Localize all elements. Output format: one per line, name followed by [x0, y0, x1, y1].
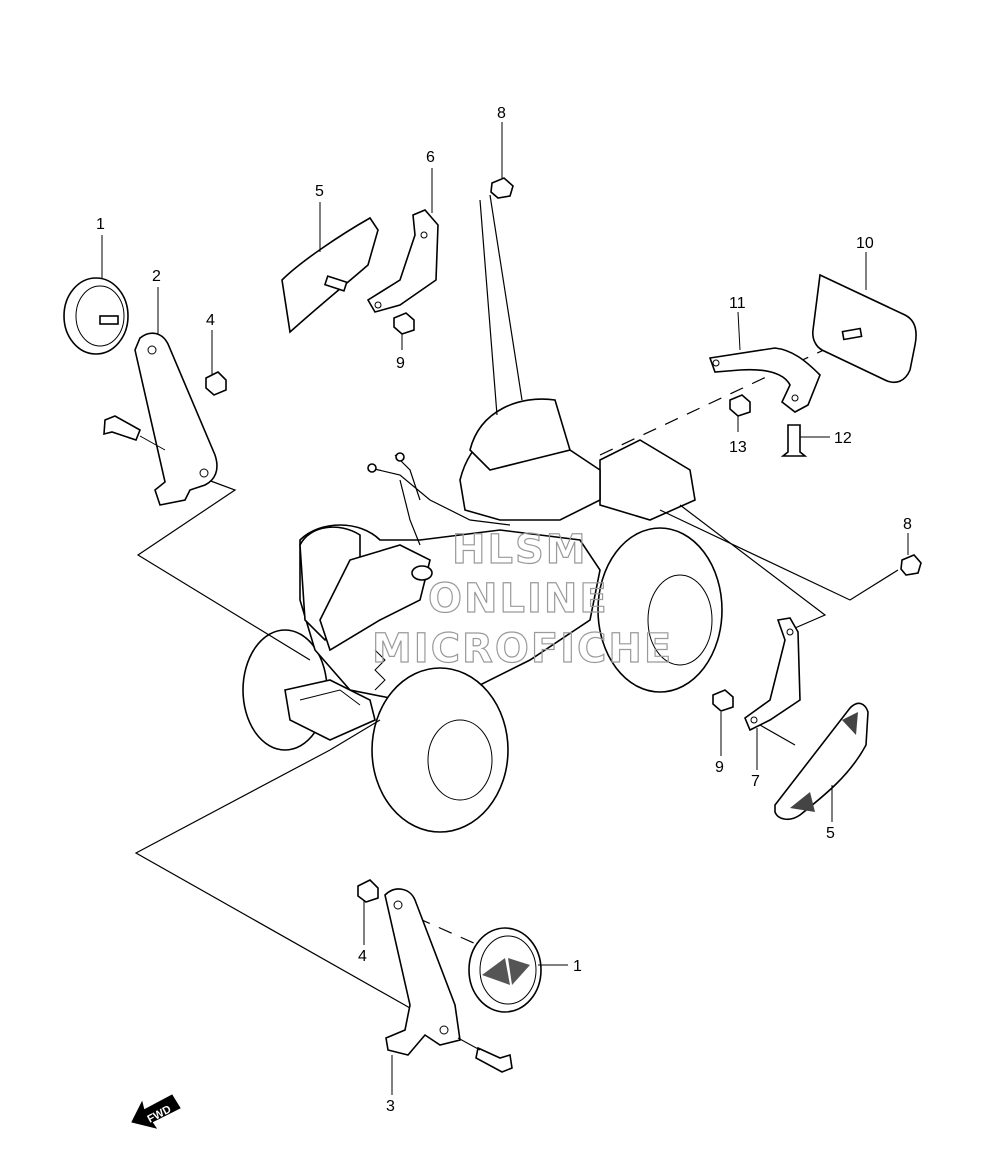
shock-spring — [374, 649, 386, 691]
screw-12 — [780, 424, 808, 457]
nut-9-top — [393, 312, 415, 335]
callout-10: 10 — [856, 235, 874, 252]
callout-1-top: 1 — [96, 216, 105, 233]
callout-3: 3 — [386, 1098, 395, 1115]
bolt-8-right — [900, 554, 922, 576]
callout-9-top: 9 — [396, 355, 405, 372]
bolt-bottom — [475, 1046, 513, 1073]
bracket-2 — [134, 332, 218, 506]
front-right-wheel — [371, 667, 509, 833]
leader-lines — [134, 194, 899, 1009]
callout-9-right: 9 — [715, 759, 724, 776]
reflector-group-right — [712, 554, 922, 821]
callout-5-top: 5 — [315, 183, 324, 200]
callout-8-right: 8 — [903, 516, 912, 533]
fuel-cap — [411, 565, 433, 581]
callout-8-top: 8 — [497, 105, 506, 122]
callout-7: 7 — [751, 773, 760, 790]
nut-4-top — [205, 371, 227, 396]
round-reflector-top — [63, 277, 129, 355]
callout-11: 11 — [729, 295, 746, 312]
rear-fender — [599, 439, 696, 521]
rect-reflector-right — [774, 702, 869, 821]
handlebar — [369, 467, 511, 526]
reflector-group-rear-center — [708, 273, 917, 457]
reflector-stud — [323, 275, 348, 292]
reflector-group-front-left — [63, 277, 227, 506]
reflector-pattern — [790, 712, 858, 812]
nut-4-bottom — [357, 879, 379, 903]
fwd-arrow-icon: FWD — [131, 1094, 181, 1129]
callout-labels: 1 2 4 5 6 8 9 10 11 12 13 8 9 7 5 4 1 3 — [96, 105, 912, 1115]
callout-2: 2 — [152, 268, 161, 285]
nut-9-right — [712, 689, 734, 712]
reflector-stud — [841, 327, 863, 341]
callout-1-bottom: 1 — [573, 958, 582, 975]
watermark: HLSM ONLINE MICROFICHE — [371, 526, 673, 672]
bolt-top — [103, 415, 142, 441]
rear-cowl — [469, 398, 572, 471]
callout-13: 13 — [729, 439, 747, 456]
callout-6: 6 — [426, 149, 435, 166]
reflector-group-rear-left — [281, 177, 514, 335]
callout-5-right: 5 — [826, 825, 835, 842]
front-bumper — [284, 679, 376, 741]
reflector-stud — [99, 315, 119, 325]
watermark-line-1: HLSM — [452, 527, 588, 573]
rect-reflector-rear — [812, 273, 917, 384]
callout-4-top: 4 — [206, 312, 215, 329]
bracket-11 — [708, 347, 821, 413]
callout-4-bottom: 4 — [358, 948, 367, 965]
rear-right-wheel — [597, 527, 723, 693]
callout-12: 12 — [834, 430, 852, 447]
reflector-group-front-right — [357, 879, 542, 1073]
bracket-6 — [366, 209, 439, 313]
bolt-8-top — [490, 177, 514, 199]
callout-leaders — [101, 122, 909, 1095]
atv-illustration — [242, 398, 723, 833]
watermark-line-2: ONLINE — [428, 576, 609, 622]
watermark-line-3: MICROFICHE — [372, 626, 673, 672]
bracket-7 — [744, 617, 801, 732]
nut-13 — [729, 394, 751, 417]
rect-reflector-top — [281, 216, 379, 334]
bracket-3 — [384, 888, 461, 1056]
